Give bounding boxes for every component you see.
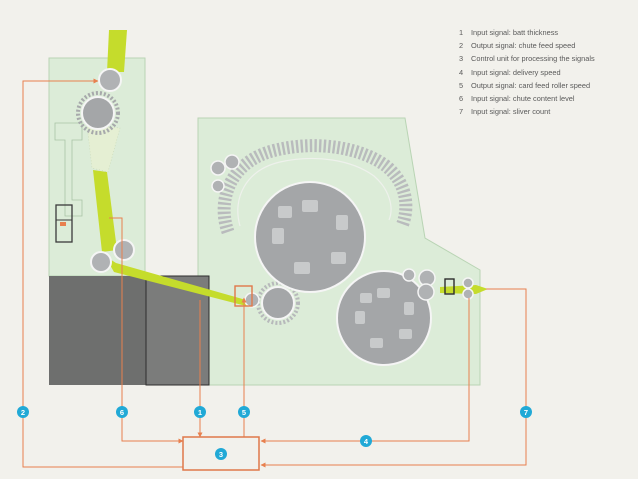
chute-material (86, 124, 121, 173)
crush-roller-2 (417, 283, 435, 301)
badge-signal-1: 1 (194, 406, 206, 418)
legend-item-text: Output signal: chute feed speed (471, 41, 576, 51)
badge-signal-7-label: 7 (524, 408, 528, 417)
badge-signal-5-label: 5 (242, 408, 246, 417)
legend-item: 5 Output signal: card feed roller speed (459, 79, 595, 92)
badge-signal-2-label: 2 (21, 408, 25, 417)
legend-item-number: 7 (459, 107, 464, 117)
badge-signal-1-label: 1 (198, 408, 202, 417)
calender-roller-top (462, 277, 474, 289)
signal-line-6 (109, 217, 184, 444)
stripper-roller-3 (211, 179, 225, 193)
fiber-batt (105, 256, 250, 307)
delivery-roller-left (90, 251, 112, 273)
chute-outline (54, 122, 83, 217)
delivery-roller-right (113, 239, 135, 261)
badge-signal-7: 7 (520, 406, 532, 418)
level-sensor-icon (55, 204, 73, 243)
badge-signal-6-label: 6 (120, 408, 124, 417)
fiber-chute-flow (93, 170, 117, 252)
opening-roller (81, 96, 115, 130)
badge-signal-5: 5 (238, 406, 250, 418)
badge-control-unit-label: 3 (219, 450, 223, 459)
calender-roller-bottom (462, 288, 474, 300)
signal-line-7 (260, 288, 527, 468)
signal-line-2 (22, 78, 221, 468)
legend-item-text: Output signal: card feed roller speed (471, 80, 591, 90)
sliver-output (440, 285, 488, 294)
legend-item-text: Input signal: delivery speed (471, 67, 561, 77)
doffer-stripper-top (402, 268, 416, 282)
badge-signal-6: 6 (116, 406, 128, 418)
main-cylinder (254, 181, 366, 293)
badge-signal-2: 2 (17, 406, 29, 418)
legend-item-number: 1 (459, 28, 464, 37)
badge-control-unit: 3 (215, 448, 227, 460)
legend-item: 1 Input signal: batt thickness (459, 26, 595, 39)
legend-item: 3 Control unit for processing the signals (459, 52, 595, 65)
licker-in-ring (256, 281, 300, 325)
legend-item-text: Control unit for processing the signals (471, 54, 595, 64)
stripper-roller-2 (224, 154, 240, 170)
legend-item-text: Input signal: chute content level (471, 94, 575, 104)
flats-chain-inner (237, 157, 392, 227)
legend-item-number: 6 (459, 94, 464, 104)
badge-signal-4-label: 4 (364, 437, 369, 446)
signal-line-4 (260, 298, 470, 444)
opening-roller-ring (76, 91, 120, 135)
machine-base-block (49, 276, 146, 385)
machine-base-frame (145, 275, 210, 386)
legend-item: 2 Output signal: chute feed speed (459, 39, 595, 52)
legend-item-number: 5 (459, 80, 464, 90)
legend-item-text: Input signal: batt thickness (471, 28, 559, 37)
fiber-inlet (107, 30, 127, 72)
legend-item-number: 3 (459, 54, 464, 64)
doffer-cylinder (336, 270, 432, 366)
stripper-roller-1 (210, 160, 226, 176)
badge-signal-4: 4 (360, 435, 372, 447)
chute-feed-roller (98, 68, 122, 92)
licker-in-roller (261, 286, 295, 320)
legend-item: 4 Input signal: delivery speed (459, 66, 595, 79)
legend-item-number: 2 (459, 41, 464, 51)
legend-item: 7 Input signal: sliver count (459, 105, 595, 118)
legend-item-number: 4 (459, 67, 464, 77)
sliver-count-sensor (444, 278, 455, 295)
legend-item-text: Input signal: sliver count (471, 107, 551, 117)
legend-item: 6 Input signal: chute content level (459, 92, 595, 105)
